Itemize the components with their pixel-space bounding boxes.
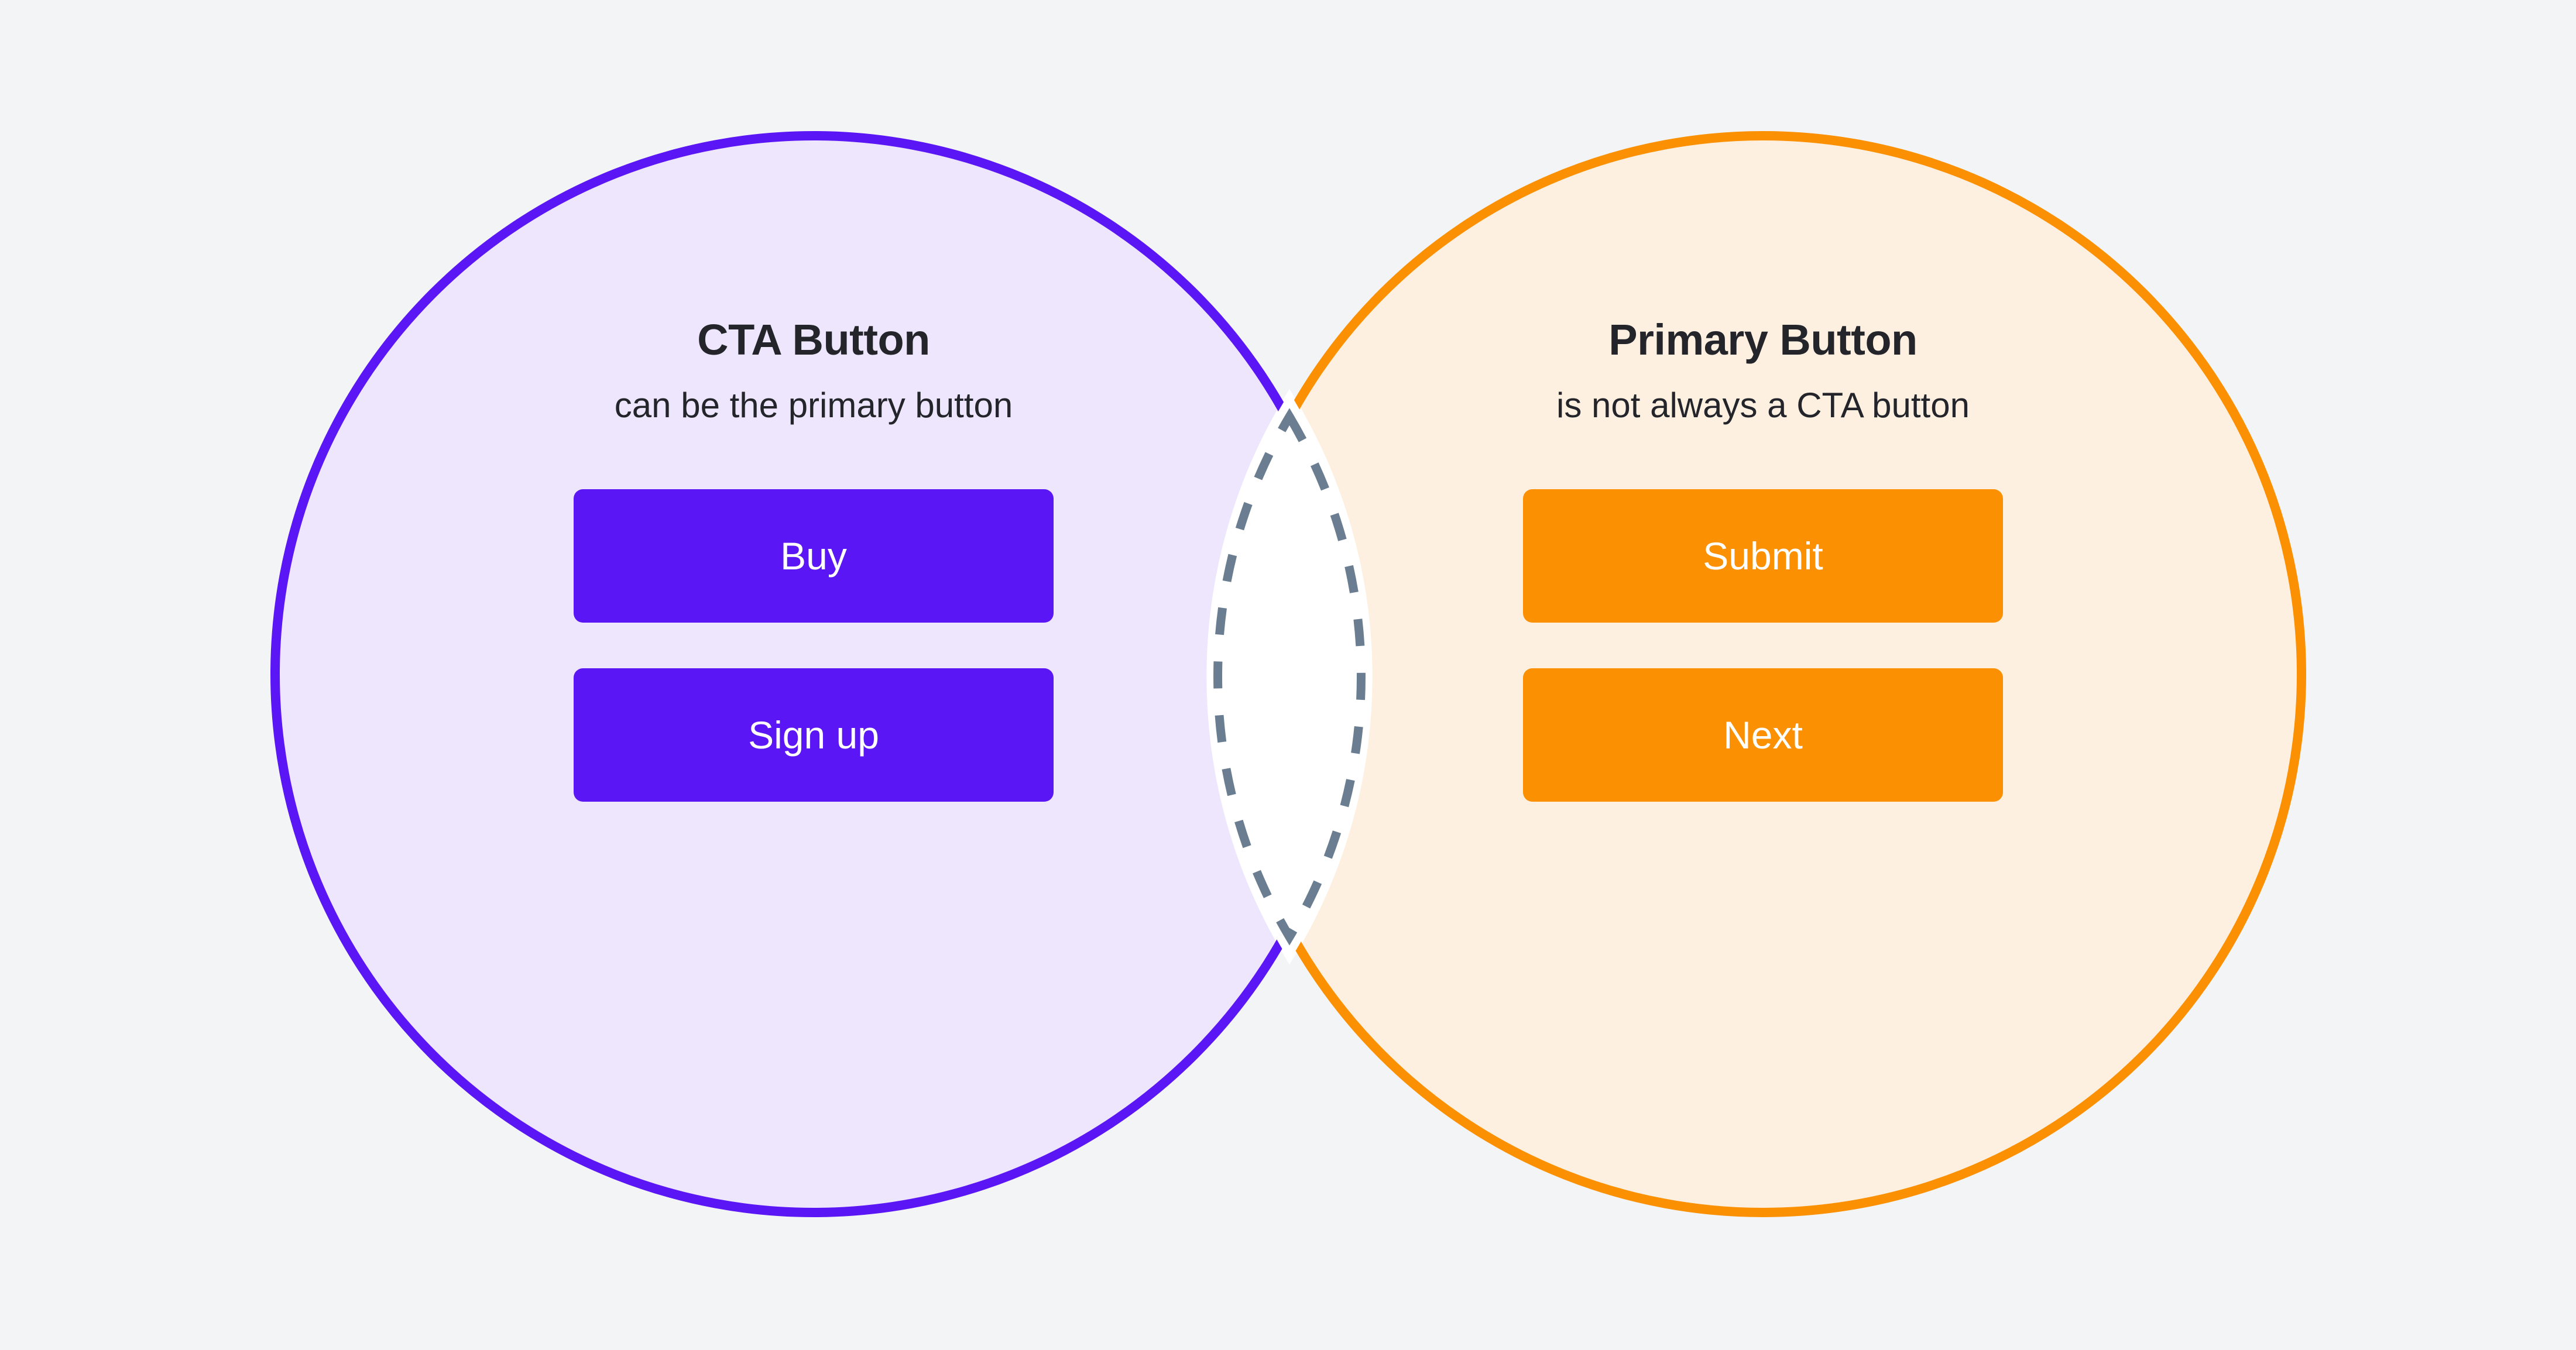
button-stack-primary-button: Submit Next [1523, 423, 2003, 802]
set-content-primary-button: Primary Button is not always a CTA butto… [1353, 318, 2173, 802]
set-subtitle-cta-button: can be the primary button [614, 386, 1013, 425]
set-content-cta-button: CTA Button can be the primary button Buy… [404, 318, 1223, 802]
buy-button[interactable]: Buy [574, 489, 1054, 623]
sign-up-button[interactable]: Sign up [574, 668, 1054, 802]
set-title-cta-button: CTA Button [697, 315, 930, 364]
button-stack-cta-button: Buy Sign up [574, 423, 1054, 802]
intersection-dashed-border-top [1213, 408, 1366, 946]
next-button[interactable]: Next [1523, 668, 2003, 802]
set-subtitle-primary-button: is not always a CTA button [1556, 386, 1970, 425]
submit-button[interactable]: Submit [1523, 489, 2003, 623]
set-title-primary-button: Primary Button [1608, 315, 1918, 364]
